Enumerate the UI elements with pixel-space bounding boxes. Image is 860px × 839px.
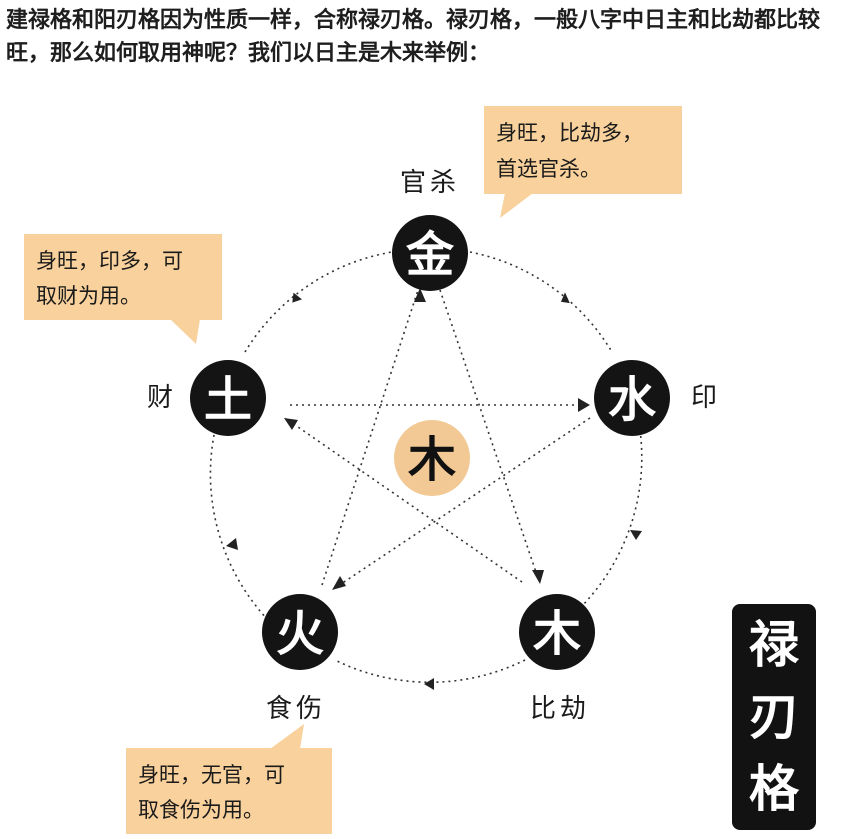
callout-earth-line2: 取财为用。 <box>36 284 141 308</box>
arc-metal-water <box>469 251 613 353</box>
callout-fire: 身旺，无官，可 取食伤为用。 <box>126 724 332 834</box>
arrow-fire-earth <box>226 538 238 550</box>
callout-metal: 身旺，比劫多， 首选官杀。 <box>484 106 682 218</box>
arrow-metal-water <box>560 292 570 304</box>
arrowhead-to-earth <box>284 418 298 430</box>
node-metal: 金 <box>392 215 468 291</box>
title-char-1: 禄 <box>749 615 800 674</box>
node-char-fire: 火 <box>276 606 324 662</box>
arrow-wood-fire <box>424 678 434 690</box>
controlling-star <box>284 288 591 590</box>
node-char-wood: 木 <box>533 606 581 662</box>
role-label-fire: 食伤 <box>266 694 326 724</box>
arrowhead-to-water <box>578 398 590 412</box>
center-char: 木 <box>408 432 456 488</box>
line-fire-metal <box>321 289 419 586</box>
arc-fire-earth <box>209 429 269 621</box>
intro-paragraph: 建禄格和阳刃格因为性质一样，合称禄刃格。禄刃格，一般八字中日主和比劫都比较旺，那… <box>6 8 821 66</box>
arrowhead-to-metal <box>414 288 426 302</box>
line-metal-wood <box>439 289 539 579</box>
role-label-metal: 官杀 <box>400 168 460 198</box>
callout-fire-line1: 身旺，无官，可 <box>138 763 285 787</box>
arc-water-wood <box>579 429 643 609</box>
generating-cycle <box>209 251 643 690</box>
arrowhead-to-wood <box>532 570 544 584</box>
arrow-earth-metal <box>292 292 302 303</box>
callout-earth: 身旺，印多，可 取财为用。 <box>24 234 222 344</box>
role-label-wood: 比劫 <box>530 694 590 724</box>
title-char-3: 格 <box>749 759 800 818</box>
callout-fire-line2: 取食伤为用。 <box>138 798 264 822</box>
line-wood-earth <box>284 417 523 583</box>
node-char-earth: 土 <box>204 372 252 428</box>
node-char-metal: 金 <box>405 227 455 283</box>
role-label-earth: 财 <box>147 383 173 413</box>
callout-earth-line1: 身旺，印多，可 <box>36 249 183 273</box>
pattern-title: 禄 刃 格 <box>732 604 816 830</box>
node-fire: 火 <box>262 594 338 670</box>
title-char-2: 刃 <box>749 687 799 746</box>
center-node: 木 <box>394 420 470 496</box>
node-wood: 木 <box>519 594 595 670</box>
node-char-water: 水 <box>608 372 657 428</box>
callout-metal-line1: 身旺，比劫多， <box>496 121 643 145</box>
arrowhead-to-fire <box>332 576 346 590</box>
node-earth: 土 <box>190 360 266 436</box>
arc-wood-fire <box>334 659 526 683</box>
arrow-water-wood <box>630 530 642 540</box>
callout-metal-line2: 首选官杀。 <box>496 157 601 181</box>
arc-earth-metal <box>244 251 393 353</box>
node-water: 水 <box>594 360 670 436</box>
role-label-water: 印 <box>691 383 717 413</box>
